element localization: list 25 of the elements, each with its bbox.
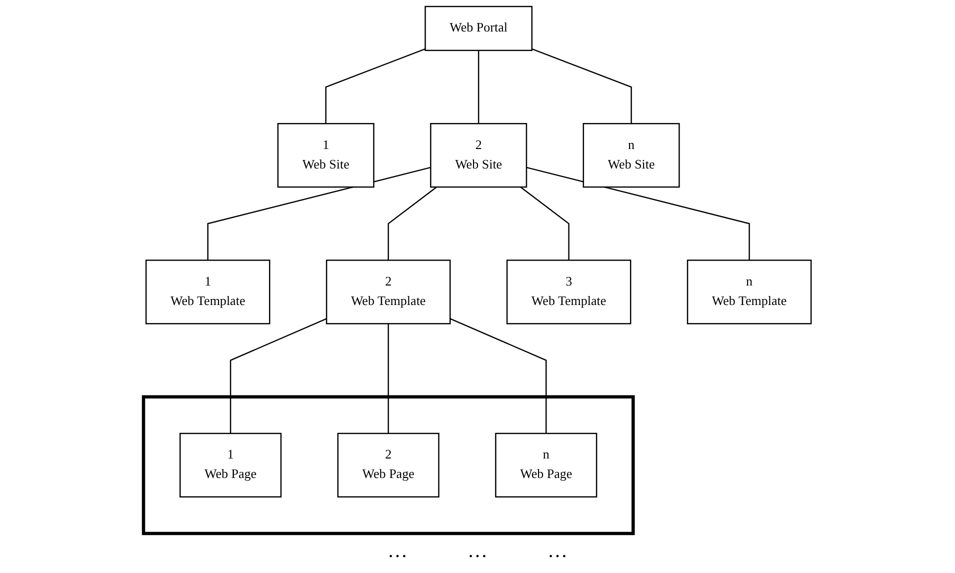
connector [478,50,480,124]
node-box: Web Portal [424,6,533,52]
connector [325,48,426,124]
ellipsis-text: … [548,540,568,564]
connector [520,186,570,260]
node-box: n Web Page [495,432,598,498]
connector [207,166,432,260]
connector [450,318,547,434]
node-box: 2 Web Site [430,123,528,188]
node-box: 2 Web Page [338,432,440,498]
node-box: n Web Site [583,123,680,188]
node-box: 3 Web Template [506,260,632,324]
connector [388,324,390,434]
connector [388,186,438,260]
cluster [142,395,635,536]
node-box: 2 Web Template [326,260,451,324]
node-box: 1 Web Page [180,432,282,498]
connector [230,318,327,434]
node-box: n Web Template [687,260,812,324]
ellipsis-text: … [468,540,488,564]
node-box: 1 Web Site [278,123,375,188]
connector [532,48,632,124]
ellipsis-text: … [388,540,408,564]
connector [526,166,750,260]
node-box: 1 Web Template [146,260,270,324]
